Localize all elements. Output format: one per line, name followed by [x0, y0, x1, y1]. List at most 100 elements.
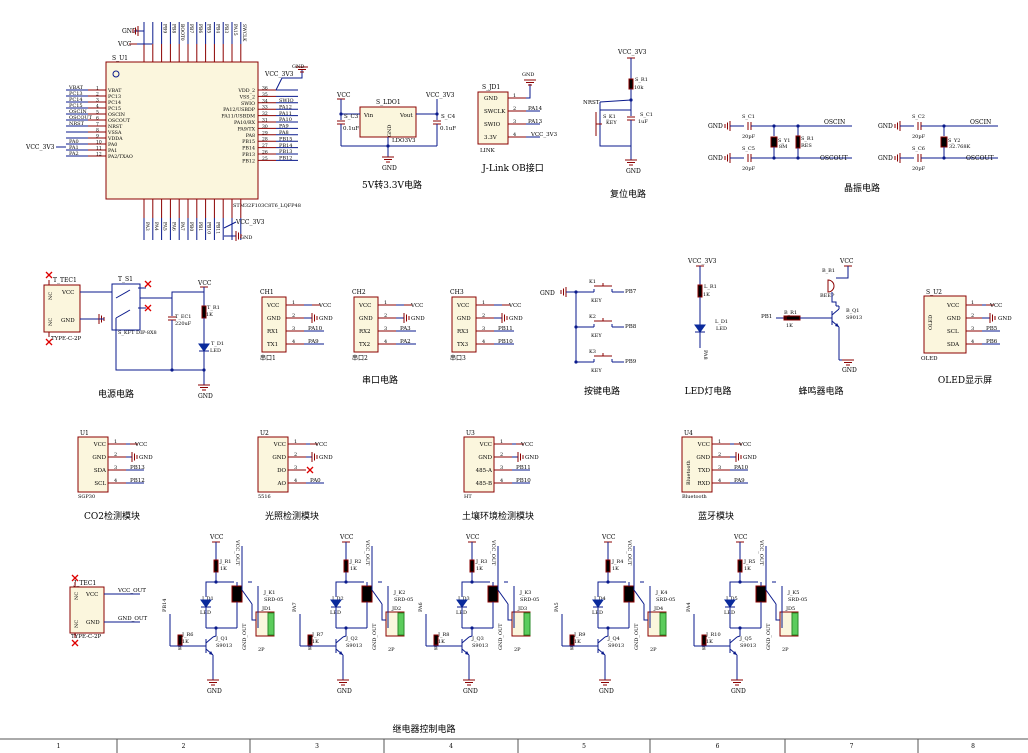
jlink-ref: S_JD1 — [482, 84, 500, 91]
uart-pin-name: GND — [359, 316, 373, 322]
mcu-pin-name: VSSA — [107, 130, 122, 136]
xtal-oscin: OSCIN — [970, 119, 991, 126]
mcu-pin-name: PA12/USBDP — [223, 107, 256, 113]
emitter-arrow — [209, 651, 213, 655]
relay-led-ref: J_D2 — [331, 596, 344, 602]
module-pin-name: AO — [277, 481, 287, 487]
crystal — [940, 136, 948, 148]
relay-led-val: LED — [200, 610, 211, 616]
module-pin-num: 2 — [114, 452, 117, 458]
xtal-gnd: GND — [878, 123, 893, 130]
typec-relay — [69, 586, 105, 634]
led-symbol — [456, 599, 468, 608]
uart-ref: CH1 — [260, 289, 274, 296]
ldo-ref: S_LDO1 — [376, 99, 401, 106]
module-label: SGP30 — [78, 494, 95, 500]
uart-net: PA3 — [400, 326, 411, 332]
oled-net: PB5 — [986, 326, 998, 332]
module-pin-name: TXD — [698, 468, 711, 474]
led-vcc: VCC_3V3 — [687, 258, 717, 265]
jlink-name: LINK — [480, 148, 496, 154]
power-gnd-pin: GND — [61, 318, 75, 324]
buzzer-resistor — [785, 315, 801, 321]
key-net: PB7 — [625, 289, 637, 295]
ldo-vin: Vin — [363, 113, 374, 119]
relay-gnd: GND — [463, 688, 478, 695]
ground-symbol — [989, 313, 996, 323]
module-pin-num: 3 — [114, 465, 117, 471]
relay-gnd-out: GND_OUT — [634, 623, 640, 650]
xtal-cap-val: 20pF — [912, 166, 926, 172]
wire — [643, 604, 648, 621]
mcu-pin-name: OSCIN — [108, 112, 125, 118]
module-pin-num: 3 — [500, 465, 503, 471]
uart-pin-num: 2 — [482, 313, 485, 319]
mcu-vcc3v3-bottom: VCC_3V3 — [235, 219, 265, 226]
terminal-body — [267, 612, 275, 636]
module-gnd: GND — [319, 455, 333, 461]
power-led: T_D1 — [211, 341, 224, 347]
resistor — [343, 559, 349, 573]
buzzer-q-val: S9013 — [846, 315, 862, 321]
mcu-net-label: PB0 — [188, 222, 194, 231]
npn-transistor — [824, 308, 840, 328]
uart-pin-name: VCC — [358, 303, 371, 309]
junction — [435, 112, 439, 116]
relay-q-val: S9013 — [346, 643, 362, 649]
section-title-module: 光照检测模块 — [265, 510, 319, 522]
sensor-module — [77, 436, 109, 493]
relay-led-ref: J_D4 — [593, 596, 606, 602]
relay-nc2: NC — [74, 620, 80, 628]
uart-vcc: VCC — [508, 303, 521, 309]
module-vertical-label: Bluetooth — [686, 460, 692, 485]
relay-jd: JD3 — [517, 606, 527, 612]
led-triangle — [456, 599, 468, 608]
relay-net: PB14 — [162, 599, 168, 612]
mcu-net-label: PB6 — [197, 24, 203, 33]
module-pin-num: 4 — [500, 478, 503, 484]
mcu-pin-name: SWIO — [241, 101, 255, 107]
oled-pin-name: SCL — [947, 329, 959, 335]
mcu-gnd-right: GND — [292, 64, 304, 70]
zone-number-6: 6 — [716, 743, 720, 750]
npn-transistor — [722, 636, 738, 656]
buzzer-vcc: VCC — [839, 258, 854, 265]
emitter-arrow — [339, 651, 343, 655]
zone-number-3: 3 — [315, 743, 319, 750]
jlink-pin-name: SWCLK — [484, 109, 506, 115]
module-net: PA10 — [734, 465, 749, 471]
relay-k-val: SRD-05 — [656, 597, 675, 603]
led-triangle — [330, 599, 342, 608]
oled-net: PB6 — [986, 339, 998, 345]
relay-net: PA6 — [418, 602, 424, 612]
oled-pin-name: VCC — [946, 303, 959, 309]
zone-number-5: 5 — [582, 743, 586, 750]
wire — [468, 635, 473, 638]
ldo-part: LDO3V3 — [392, 138, 416, 144]
wire — [729, 636, 738, 644]
module-pin-num: 3 — [294, 465, 297, 471]
relay-k-val: SRD-05 — [264, 597, 283, 603]
capacitor — [337, 120, 345, 125]
wire — [115, 289, 131, 299]
xtal-oscout: OSCOUT — [820, 155, 848, 162]
wire — [597, 581, 608, 597]
relay-jd-val: 2P — [258, 647, 265, 653]
ground-symbol — [735, 452, 742, 462]
crystal — [770, 136, 778, 148]
reset-gnd: GND — [626, 168, 641, 175]
wire — [241, 589, 253, 605]
power-sw: T_S1 — [118, 276, 133, 283]
section-title-reset: 复位电路 — [610, 188, 646, 200]
wire — [461, 636, 470, 644]
relay-k: J_K2 — [393, 590, 405, 596]
xtal-cap: S_C5 — [742, 146, 755, 152]
relay-r2: J_R8 — [437, 632, 449, 638]
mcu-net-label: PB1 — [197, 222, 203, 231]
section-title-module: 蓝牙模块 — [698, 510, 734, 522]
module-pin-name: DO — [277, 468, 286, 474]
mcu-net-label: PB14 — [279, 143, 292, 149]
mcu-pin-number: 34 — [262, 98, 268, 104]
relay-net: PA5 — [554, 602, 560, 612]
relay-r1-val: 1K — [476, 566, 483, 572]
